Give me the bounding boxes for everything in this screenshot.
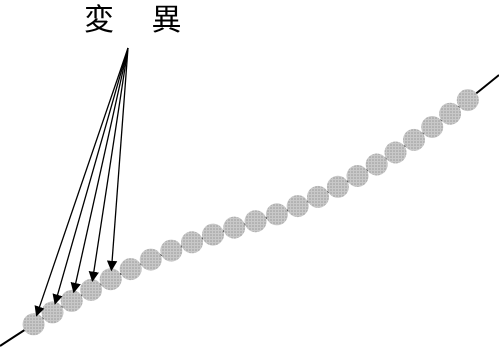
bead	[140, 249, 162, 271]
mutation-arrow	[92, 48, 128, 281]
bead	[457, 89, 479, 111]
bead	[181, 231, 203, 253]
bead	[439, 103, 461, 125]
bead	[80, 279, 102, 301]
bead	[160, 240, 182, 262]
bead	[23, 313, 45, 335]
bead	[403, 129, 425, 151]
bead	[223, 217, 245, 239]
mutation-label: 変 異	[84, 6, 196, 36]
bead	[347, 165, 369, 187]
bead	[245, 210, 267, 232]
bead	[42, 301, 64, 323]
bead	[120, 258, 142, 280]
bead	[385, 142, 407, 164]
mutation-arrow	[111, 48, 128, 270]
bead	[287, 195, 309, 217]
bead	[202, 224, 224, 246]
mutation-arrow	[74, 48, 128, 292]
bead	[307, 186, 329, 208]
bead	[61, 290, 83, 312]
bead	[421, 116, 443, 138]
bead	[327, 176, 349, 198]
mutation-arrow	[55, 48, 128, 304]
bead	[366, 154, 388, 176]
bead	[266, 203, 288, 225]
bead	[100, 268, 122, 290]
